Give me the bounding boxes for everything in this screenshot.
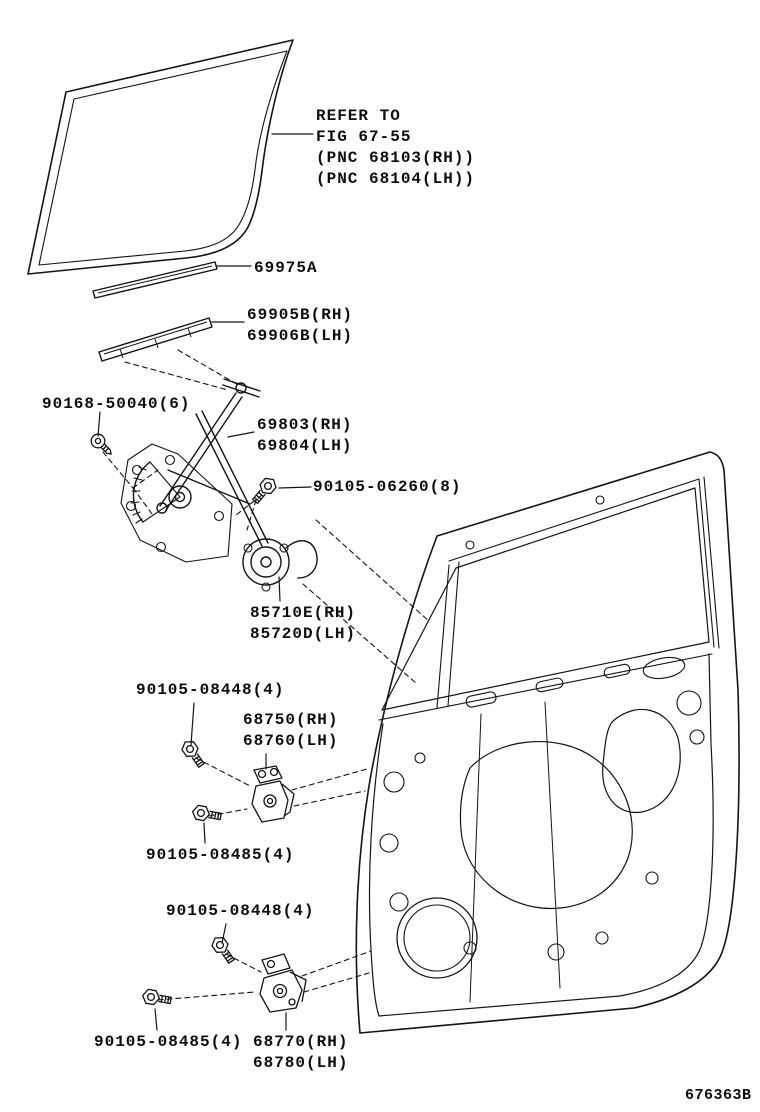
belt-moulding-lh: 69906B(LH) xyxy=(247,327,354,345)
bolt-08485-upper-icon xyxy=(190,803,223,825)
glass-ref-line-4: (PNC 68104(LH)) xyxy=(316,170,476,188)
part-label-motor: 85710E(RH) 85720D(LH) xyxy=(250,603,356,645)
part-label-motor-bolt: 90105-06260(8) xyxy=(313,478,462,496)
belt-moulding-rh: 69905B(RH) xyxy=(247,306,354,324)
assembly-dashed-lines xyxy=(102,349,431,1001)
window-regulator xyxy=(120,378,269,563)
door-hinge-lower xyxy=(259,953,307,1013)
door-hinge-upper xyxy=(251,765,295,823)
part-label-hinge-upper-bolt-a: 90105-08448(4) xyxy=(136,681,285,699)
regulator-rh: 69803(RH) xyxy=(257,416,353,434)
part-label-regulator: 69803(RH) 69804(LH) xyxy=(257,415,352,457)
part-label-glass-ref: REFER TO FIG 67-55 (PNC 68103(RH)) (PNC … xyxy=(316,106,475,190)
motor-rh: 85710E(RH) xyxy=(250,604,357,622)
regulator-lh: 69804(LH) xyxy=(257,437,353,455)
motor-lh: 85720D(LH) xyxy=(250,625,357,643)
hinge-lower-rh: 68770(RH) xyxy=(253,1033,349,1051)
leader-lines xyxy=(97,133,314,1031)
glass-ref-line-1: REFER TO xyxy=(316,107,401,125)
glass-ref-line-2: FIG 67-55 xyxy=(316,128,412,146)
door-glass xyxy=(27,39,294,275)
part-label-glass-run: 69975A xyxy=(254,259,318,277)
part-label-hinge-lower-bolt-b: 90105-08485(4) xyxy=(94,1033,243,1051)
rear-door-panel xyxy=(355,451,740,1034)
regulator-motor xyxy=(242,538,318,592)
part-label-hinge-upper-bolt-b: 90105-08485(4) xyxy=(146,846,295,864)
hinge-upper-lh: 68760(LH) xyxy=(243,732,339,750)
belt-moulding xyxy=(98,317,213,362)
part-label-belt-moulding: 69905B(RH) 69906B(LH) xyxy=(247,305,353,347)
part-label-hinge-upper: 68750(RH) 68760(LH) xyxy=(243,710,338,752)
glass-run-channel xyxy=(92,261,218,299)
drawing-code: 676363B xyxy=(685,1087,752,1104)
part-label-hinge-lower: 68770(RH) 68780(LH) xyxy=(253,1032,348,1074)
bolt-08485-lower-icon xyxy=(140,987,173,1009)
hinge-upper-rh: 68750(RH) xyxy=(243,711,339,729)
screw-90168-icon xyxy=(87,430,117,460)
glass-ref-line-3: (PNC 68103(RH)) xyxy=(316,149,476,167)
bolt-08448-upper-icon xyxy=(178,737,208,771)
part-label-regulator-screw: 90168-50040(6) xyxy=(42,395,191,413)
hinge-lower-lh: 68780(LH) xyxy=(253,1054,349,1072)
part-label-hinge-lower-bolt-a: 90105-08448(4) xyxy=(166,902,315,920)
